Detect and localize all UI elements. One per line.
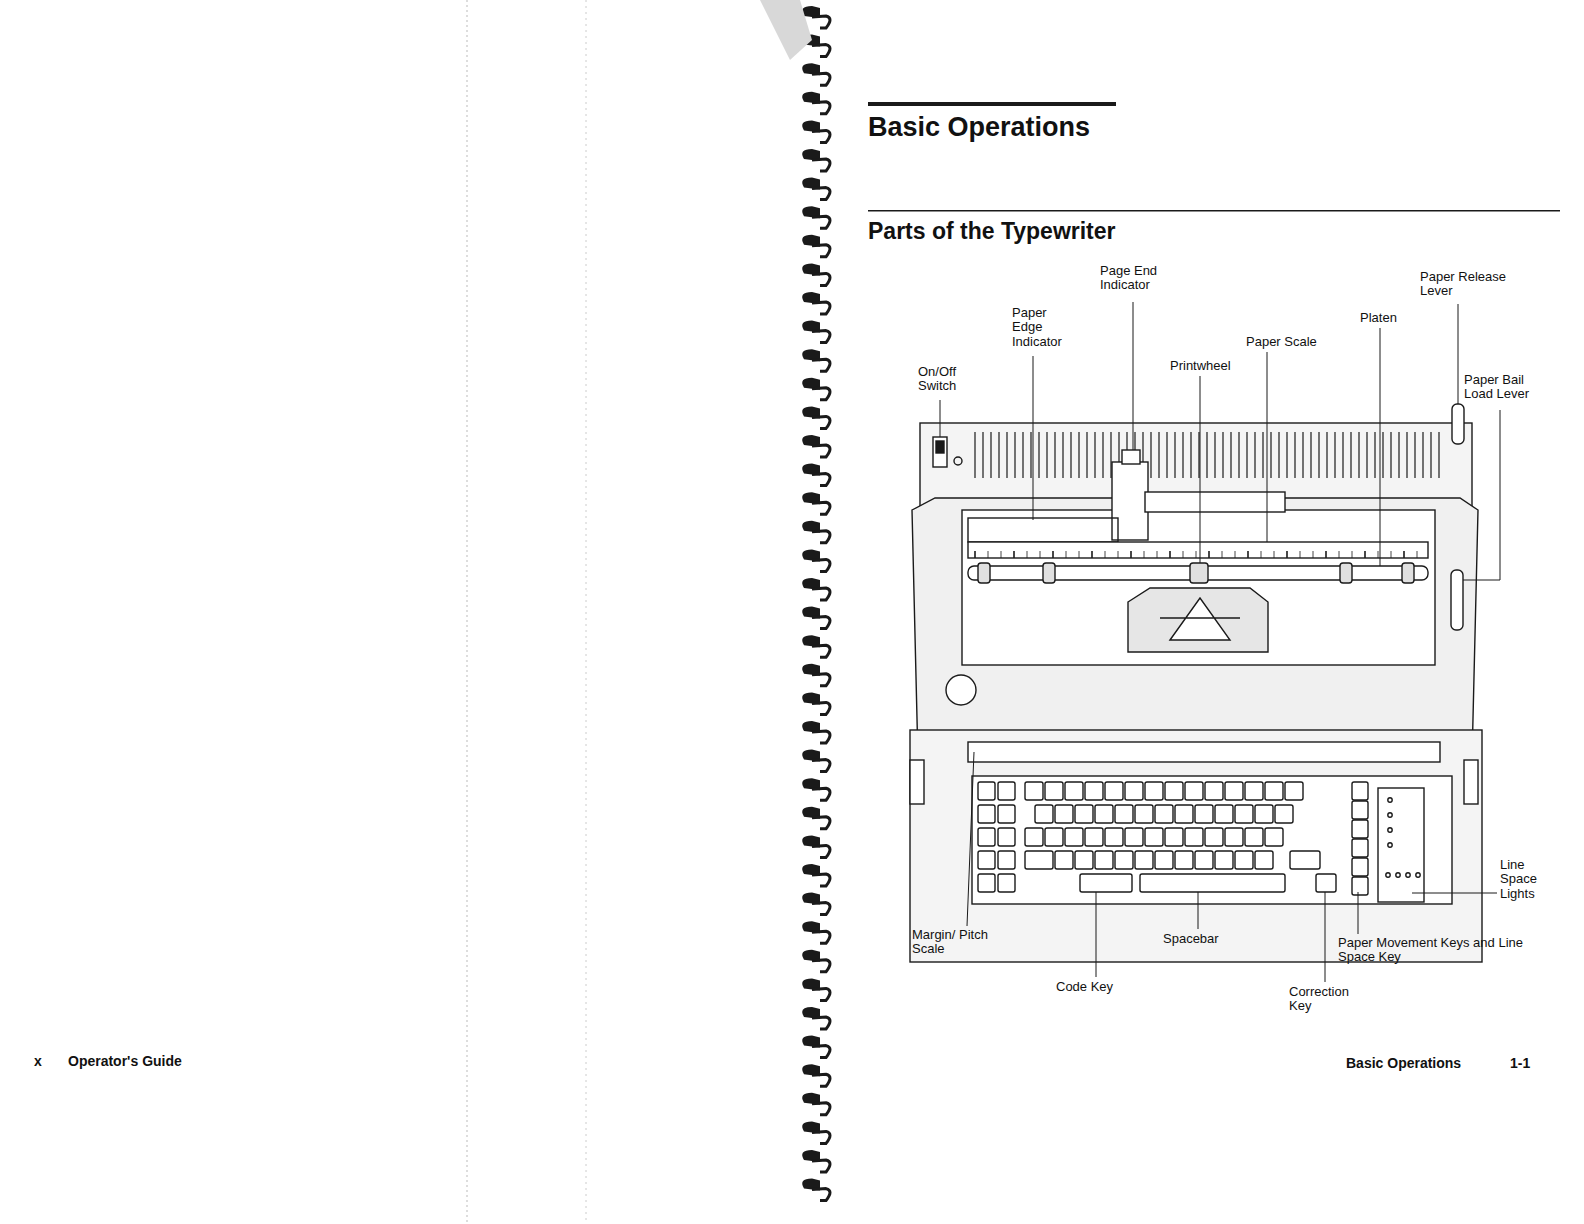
fold-line xyxy=(586,0,587,1224)
part-label: Code Key xyxy=(1056,980,1113,994)
section-heading: Parts of the Typewriter xyxy=(868,219,1116,244)
part-label: Paper Edge Indicator xyxy=(1012,306,1076,349)
leader-line xyxy=(1200,376,1201,563)
leader-line xyxy=(1267,352,1268,542)
leader-line xyxy=(1463,410,1500,580)
part-label: Paper Bail Load Lever xyxy=(1464,373,1554,402)
leader-line xyxy=(967,752,974,926)
spiral-binding xyxy=(760,0,830,1201)
footer-text: Operator's Guide xyxy=(68,1054,182,1069)
page-heading: Basic Operations xyxy=(868,113,1090,143)
leader-line xyxy=(1198,892,1199,929)
part-label: Printwheel xyxy=(1170,359,1231,373)
part-label: Line Space Lights xyxy=(1500,858,1560,901)
leader-line xyxy=(1412,893,1497,894)
leader-line xyxy=(1033,356,1034,520)
part-label: Paper Movement Keys and Line Space Key xyxy=(1338,936,1538,965)
part-label: Page End Indicator xyxy=(1100,264,1182,293)
leader-line xyxy=(1325,892,1326,982)
leader-line xyxy=(1133,302,1134,450)
part-label: Paper Release Lever xyxy=(1420,270,1532,299)
typewriter-drawing xyxy=(910,404,1482,962)
leader-line xyxy=(1380,328,1381,566)
part-label: Paper Scale xyxy=(1246,335,1317,349)
part-label: Margin/ Pitch Scale xyxy=(912,928,994,957)
leader-line xyxy=(1458,304,1459,404)
heading-rule xyxy=(868,102,1116,106)
part-label: On/Off Switch xyxy=(918,365,982,394)
part-label: Correction Key xyxy=(1289,985,1369,1014)
leader-line xyxy=(1358,892,1359,934)
page-number: x xyxy=(34,1054,42,1069)
section-rule xyxy=(868,210,1560,212)
page-number: 1-1 xyxy=(1510,1056,1530,1071)
part-label: Platen xyxy=(1360,311,1397,325)
leader-line xyxy=(940,400,941,437)
fold-line xyxy=(467,0,468,1224)
footer-text: Basic Operations xyxy=(1346,1056,1461,1071)
part-label: Spacebar xyxy=(1163,932,1219,946)
leader-lines xyxy=(940,302,1500,982)
leader-line xyxy=(1096,892,1097,977)
